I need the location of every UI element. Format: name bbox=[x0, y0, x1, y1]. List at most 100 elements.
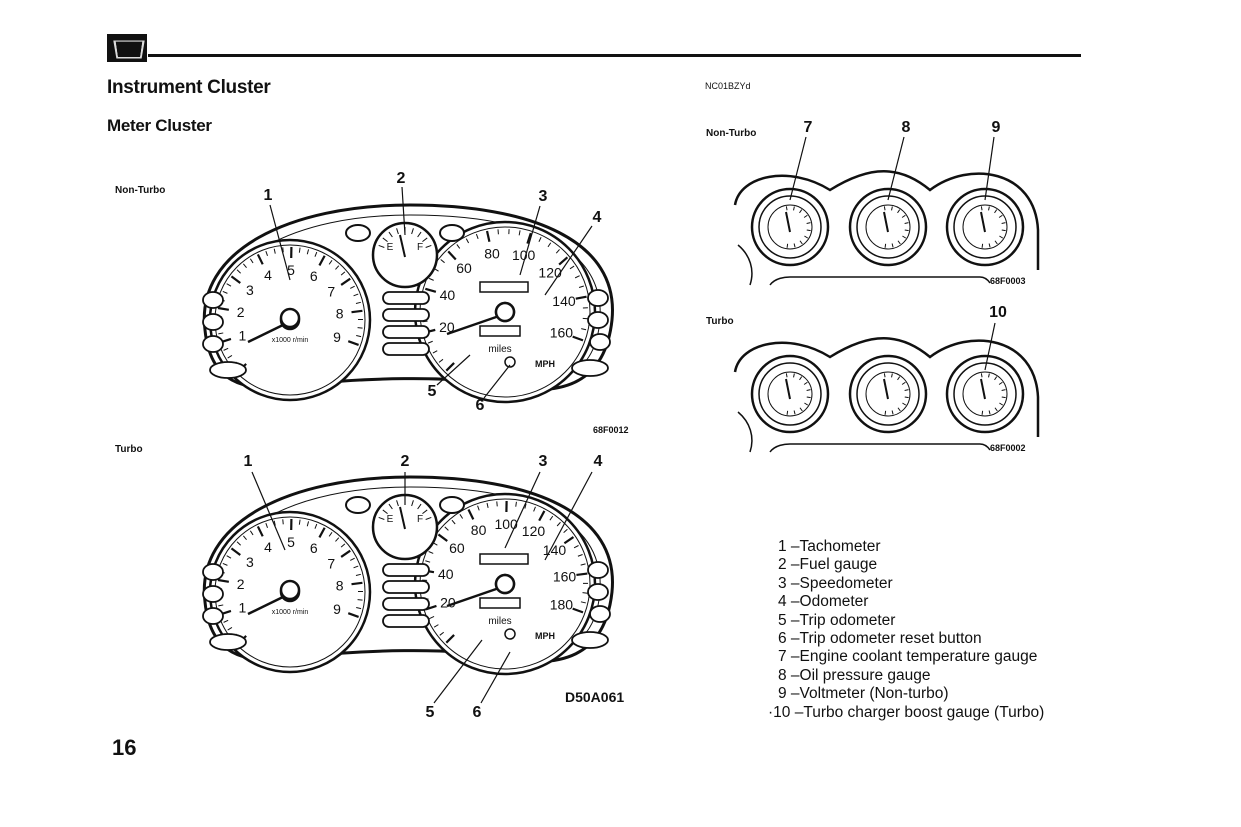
callout-number: 5 bbox=[428, 383, 437, 400]
fuel-tick bbox=[422, 509, 428, 515]
gauge-number: 180 bbox=[550, 597, 574, 613]
speedometer-needle bbox=[446, 313, 503, 336]
gauge-number: 8 bbox=[336, 306, 344, 322]
tick-mark bbox=[803, 214, 808, 218]
tachometer-unit: x1000 r/min bbox=[272, 609, 309, 616]
gauge-panel-housing bbox=[733, 337, 1040, 437]
speedometer-hub bbox=[494, 301, 516, 323]
tick-mark bbox=[804, 235, 809, 239]
tick-mark bbox=[428, 277, 434, 281]
callout-number: 4 bbox=[593, 209, 602, 226]
tick-mark bbox=[793, 206, 795, 211]
coolant-temperature-gauge-face bbox=[767, 371, 813, 417]
callout-line bbox=[544, 225, 593, 296]
gauge-number: 3 bbox=[246, 282, 254, 298]
tick-mark bbox=[456, 244, 461, 249]
tick-mark bbox=[314, 251, 318, 257]
gauge-number: 8 bbox=[336, 578, 344, 594]
warning-lamp-icon bbox=[202, 607, 224, 625]
tick-mark bbox=[999, 402, 1004, 406]
tick-mark bbox=[335, 265, 340, 270]
gauge-number: 9 bbox=[333, 601, 341, 617]
tick-mark bbox=[427, 340, 433, 344]
right-non-turbo-label: Non-Turbo bbox=[706, 128, 757, 139]
tick-mark bbox=[222, 562, 228, 566]
gauge-panel-housing bbox=[733, 170, 1040, 270]
tick-mark bbox=[980, 206, 983, 211]
tick-mark bbox=[475, 233, 479, 239]
warning-lamp-icon bbox=[587, 289, 609, 307]
gauge-number: 80 bbox=[471, 522, 487, 538]
gauge-number: 6 bbox=[310, 540, 318, 556]
tick-mark bbox=[793, 243, 796, 248]
tick-mark bbox=[572, 607, 584, 614]
warning-lamp-icon bbox=[587, 561, 609, 579]
tick-mark bbox=[335, 537, 340, 542]
callout-number: 2 bbox=[397, 170, 406, 187]
fuel-tick bbox=[388, 231, 393, 238]
tick-mark bbox=[578, 285, 584, 289]
warning-lamp-icon bbox=[202, 313, 224, 331]
tick-mark bbox=[538, 510, 546, 522]
warning-lamp-icon bbox=[202, 291, 224, 309]
legend-item: 9 –Voltmeter (Non-turbo) bbox=[778, 685, 949, 703]
callout-line bbox=[544, 471, 593, 561]
callout-line bbox=[401, 186, 406, 236]
gauge-number: 100 bbox=[512, 247, 536, 263]
tick-mark bbox=[465, 238, 470, 244]
tick-mark bbox=[451, 519, 456, 525]
page-number: 16 bbox=[112, 735, 137, 760]
tick-mark bbox=[556, 521, 561, 527]
tick-mark bbox=[569, 265, 575, 270]
gauge-needle bbox=[980, 378, 986, 400]
fuel-tick bbox=[425, 244, 432, 248]
tick-mark bbox=[1001, 396, 1006, 399]
tick-mark bbox=[897, 209, 901, 214]
fuel-full-label: F bbox=[417, 242, 423, 253]
tick-mark bbox=[357, 327, 363, 329]
tick-mark bbox=[1001, 229, 1006, 232]
trip-odometer-display bbox=[479, 325, 521, 337]
gauge-number: 9 bbox=[333, 329, 341, 345]
tick-mark bbox=[217, 306, 230, 311]
warning-lamp-icon bbox=[202, 335, 224, 353]
tick-mark bbox=[425, 287, 437, 293]
gauge-needle bbox=[883, 378, 889, 400]
tick-mark bbox=[883, 373, 886, 378]
tick-mark bbox=[904, 222, 909, 224]
callout-line bbox=[887, 136, 905, 201]
tick-mark bbox=[884, 410, 887, 415]
tick-mark bbox=[884, 243, 887, 248]
legend: 1 –Tachometer 2 –Fuel gauge 3 –Speedomet… bbox=[768, 538, 1044, 722]
legend-item: 5 –Trip odometer bbox=[778, 611, 896, 629]
tick-mark bbox=[988, 243, 991, 248]
gauge-needle bbox=[883, 211, 889, 233]
gauge-needle bbox=[980, 211, 986, 233]
mph-label: MPH bbox=[535, 359, 555, 369]
legend-item: ·10 –Turbo charger boost gauge (Turbo) bbox=[768, 703, 1045, 721]
tick-mark bbox=[799, 376, 803, 381]
tick-mark bbox=[356, 607, 362, 610]
warning-lamp-icon bbox=[382, 563, 430, 577]
warning-lamp-icon bbox=[202, 585, 224, 603]
legend-item: 6 –Trip odometer reset button bbox=[778, 630, 982, 648]
tick-mark bbox=[573, 545, 579, 549]
tick-mark bbox=[988, 410, 991, 415]
tick-mark bbox=[444, 526, 449, 531]
gauge-needle bbox=[785, 378, 791, 400]
callout-number: 6 bbox=[473, 704, 482, 721]
tick-mark bbox=[799, 209, 803, 214]
tick-mark bbox=[429, 615, 435, 619]
tick-mark bbox=[806, 389, 811, 391]
callout-line bbox=[984, 136, 995, 201]
speedometer-needle bbox=[446, 585, 503, 608]
legend-item: 7 –Engine coolant temperature gauge bbox=[778, 648, 1038, 666]
tick-mark bbox=[355, 573, 361, 577]
gauge-number: 1 bbox=[238, 599, 246, 615]
trip-reset-button bbox=[504, 628, 516, 640]
tick-mark bbox=[576, 572, 588, 577]
oil-pressure-gauge-face bbox=[865, 204, 911, 250]
tick-mark bbox=[904, 396, 909, 399]
warning-lamp-icon bbox=[382, 325, 430, 339]
